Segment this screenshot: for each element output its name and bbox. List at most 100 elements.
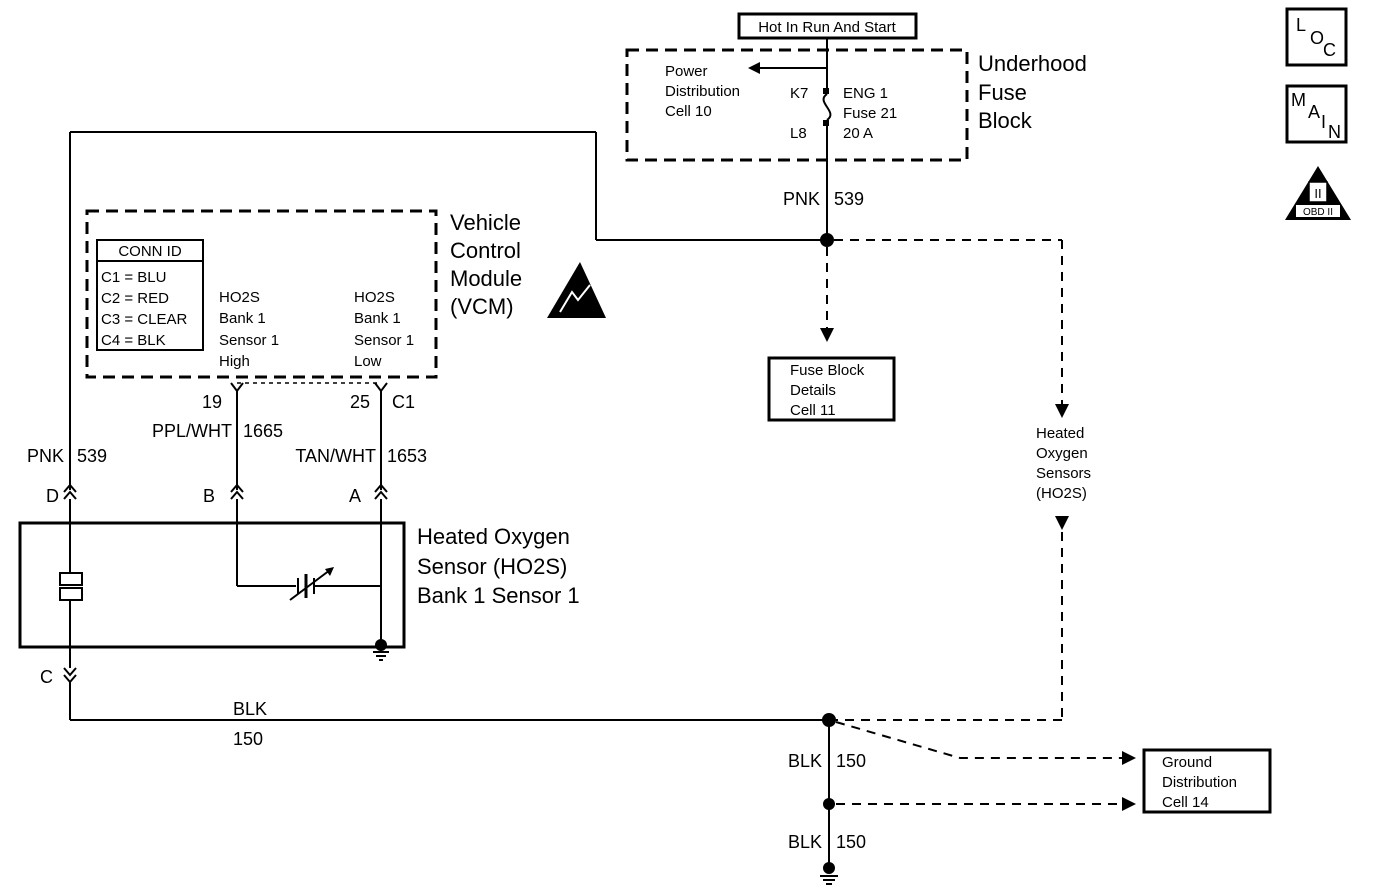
arrow-down-icon bbox=[820, 328, 834, 342]
vcm-title-4: (VCM) bbox=[450, 294, 514, 319]
vcm-low-line4: Low bbox=[354, 353, 382, 370]
vcm-high-line4: High bbox=[219, 353, 250, 370]
fuse-details-box bbox=[767, 356, 896, 422]
sensor-title-2: Sensor (HO2S) bbox=[417, 554, 567, 579]
vcm-high-line2: Bank 1 bbox=[219, 310, 266, 327]
pin-a: A bbox=[349, 486, 361, 506]
ho2s-ref-line4: (HO2S) bbox=[1036, 485, 1087, 502]
fuse-line1: ENG 1 bbox=[843, 85, 888, 102]
pin-b: B bbox=[203, 486, 215, 506]
wire-left-color: PNK bbox=[27, 446, 64, 466]
wire-gnd1-circuit: 150 bbox=[836, 751, 866, 771]
pin-d: D bbox=[46, 486, 59, 506]
wire-ppl-color: PPL/WHT bbox=[152, 421, 232, 441]
connector-d-icon bbox=[63, 483, 77, 500]
heater-element-icon bbox=[59, 572, 83, 601]
ground-dist-line1: Ground bbox=[1162, 754, 1212, 771]
arrow-down-icon bbox=[1055, 404, 1069, 418]
svg-text:O: O bbox=[1310, 28, 1324, 48]
wire-top-color: PNK bbox=[783, 189, 820, 209]
pdc-line1: Power bbox=[665, 63, 708, 80]
wire-bottom-color: BLK bbox=[233, 699, 267, 719]
conn-id-c1: C1 = BLU bbox=[101, 269, 166, 286]
splice-ground-2 bbox=[823, 798, 835, 810]
conn-id-c4: C4 = BLK bbox=[101, 332, 166, 349]
svg-text:A: A bbox=[1308, 102, 1320, 122]
pin-19-terminal bbox=[230, 382, 244, 393]
ho2s-sensor-box bbox=[18, 521, 406, 649]
fuse-block-title-2: Fuse bbox=[978, 80, 1027, 105]
arrow-down-icon bbox=[1055, 516, 1069, 530]
conn-id-title: CONN ID bbox=[118, 243, 182, 260]
vcm-low-line1: HO2S bbox=[354, 289, 395, 306]
vcm-high-line3: Sensor 1 bbox=[219, 332, 279, 349]
svg-text:C: C bbox=[1323, 40, 1336, 60]
svg-text:L: L bbox=[1296, 15, 1306, 35]
wire-gnd2-color: BLK bbox=[788, 832, 822, 852]
arrow-right-icon bbox=[1122, 797, 1136, 811]
vcm-high-line1: HO2S bbox=[219, 289, 260, 306]
loc-icon[interactable]: L O C bbox=[1285, 7, 1348, 67]
wire-ppl-circuit: 1665 bbox=[243, 421, 283, 441]
fuse-details-line2: Details bbox=[790, 382, 836, 399]
wire-top-circuit: 539 bbox=[834, 189, 864, 209]
fuse-details-line3: Cell 11 bbox=[790, 402, 836, 419]
fuse-line3: 20 A bbox=[843, 125, 873, 142]
pin-k7: K7 bbox=[790, 85, 808, 102]
vcm-low-line2: Bank 1 bbox=[354, 310, 401, 327]
wire-tan-color: TAN/WHT bbox=[295, 446, 376, 466]
fuse-line2: Fuse 21 bbox=[843, 105, 897, 122]
conn-id-c3: C3 = CLEAR bbox=[101, 311, 187, 328]
vcm-title-3: Module bbox=[450, 266, 522, 291]
conn-id-box bbox=[96, 239, 204, 351]
ground-icon bbox=[820, 875, 838, 885]
pin-25-terminal bbox=[374, 382, 388, 393]
hot-label: Hot In Run And Start bbox=[758, 19, 896, 36]
obd-ii-icon[interactable]: II OBD II bbox=[1285, 166, 1351, 220]
ground-dist-line3: Cell 14 bbox=[1162, 794, 1209, 811]
pin-high: 19 bbox=[202, 392, 222, 412]
vcm-title-2: Control bbox=[450, 238, 521, 263]
wire-gnd2-circuit: 150 bbox=[836, 832, 866, 852]
wire-gnd1-color: BLK bbox=[788, 751, 822, 771]
svg-text:II: II bbox=[1314, 186, 1321, 201]
ground-distribution-box bbox=[1142, 748, 1272, 814]
fuse-block-title-1: Underhood bbox=[978, 51, 1087, 76]
ground-icon bbox=[373, 645, 389, 661]
wire-left-circuit: 539 bbox=[77, 446, 107, 466]
pin-l8: L8 bbox=[790, 125, 807, 142]
connector-b-icon bbox=[230, 483, 244, 500]
ground-dist-line2: Distribution bbox=[1162, 774, 1237, 791]
pin-c: C bbox=[40, 667, 53, 687]
arrow-right-icon bbox=[1122, 751, 1136, 765]
connector-c-icon bbox=[63, 667, 77, 684]
sensor-title-1: Heated Oxygen bbox=[417, 524, 570, 549]
sensor-title-3: Bank 1 Sensor 1 bbox=[417, 583, 580, 608]
wire-bottom-circuit: 150 bbox=[233, 729, 263, 749]
fuse-block-title-3: Block bbox=[978, 108, 1033, 133]
ho2s-ref-line1: Heated bbox=[1036, 425, 1084, 442]
oxygen-sensor-element-icon bbox=[289, 567, 334, 601]
fuse-icon bbox=[822, 93, 832, 121]
fuse-details-line1: Fuse Block bbox=[790, 362, 865, 379]
arrow-left-icon bbox=[748, 62, 760, 74]
pin-low: 25 bbox=[350, 392, 370, 412]
svg-text:N: N bbox=[1328, 122, 1341, 142]
vcm-title-1: Vehicle bbox=[450, 210, 521, 235]
esd-warning-icon bbox=[547, 262, 606, 318]
pdc-line2: Distribution bbox=[665, 83, 740, 100]
main-icon[interactable]: M A I N bbox=[1285, 84, 1348, 144]
conn-low: C1 bbox=[392, 392, 415, 412]
vcm-box bbox=[85, 209, 438, 379]
svg-text:OBD II: OBD II bbox=[1303, 207, 1333, 218]
pdc-line3: Cell 10 bbox=[665, 103, 712, 120]
vcm-low-line3: Sensor 1 bbox=[354, 332, 414, 349]
underhood-fuse-block-box bbox=[625, 48, 969, 162]
ho2s-ref-line3: Sensors bbox=[1036, 465, 1091, 482]
connector-a-icon bbox=[374, 483, 388, 500]
svg-text:M: M bbox=[1291, 90, 1306, 110]
wire-tan-circuit: 1653 bbox=[387, 446, 427, 466]
ho2s-ref-line2: Oxygen bbox=[1036, 445, 1088, 462]
conn-id-c2: C2 = RED bbox=[101, 290, 169, 307]
